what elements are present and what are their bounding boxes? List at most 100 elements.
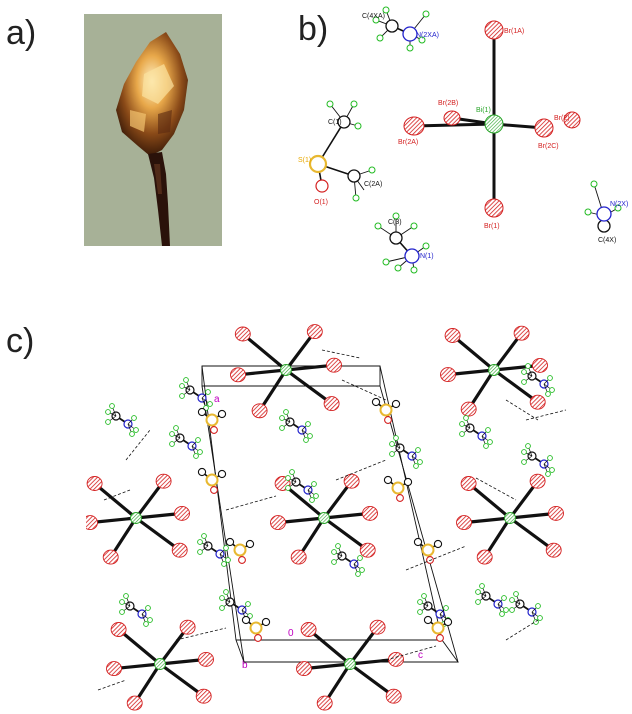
carbon-atom (245, 539, 255, 549)
bromine-atom (110, 622, 127, 637)
bromine-atom (179, 619, 196, 635)
bromine-atom (251, 403, 268, 419)
bromine-atom (532, 357, 548, 373)
bromine-atom (195, 688, 212, 704)
hydrogen-atom (459, 431, 465, 437)
bromine-atom (545, 542, 562, 558)
hydrogen-bond (175, 627, 227, 641)
bi-br-bond (508, 516, 556, 552)
hydrogen-atom (201, 533, 207, 539)
hydrogen-atom (475, 599, 481, 605)
oxygen-atom (436, 634, 444, 642)
bromine-atom (171, 542, 188, 558)
oxygen-atom (384, 416, 392, 424)
sulfur-atom (391, 481, 405, 495)
hydrogen-atom (179, 383, 185, 389)
hydrogen-atom (173, 425, 179, 431)
oxygen-atom (396, 494, 404, 502)
hydrogen-atom (335, 543, 341, 549)
bromine-atom (155, 473, 172, 489)
hydrogen-atom (479, 583, 485, 589)
hydrogen-atom (223, 545, 229, 551)
hydrogen-atom (105, 419, 111, 425)
bi-br-bond (492, 368, 540, 404)
bromine-atom (548, 505, 564, 521)
hydrogen-atom (537, 615, 543, 621)
hydrogen-atom (169, 431, 175, 437)
hydrogen-atom (307, 433, 313, 439)
hydrogen-atom (389, 451, 395, 457)
hydrogen-atom (547, 455, 553, 461)
carbon-atom (403, 477, 413, 487)
hydrogen-atom (525, 443, 531, 449)
bi-br-bond (483, 516, 512, 559)
bismuth-atom (130, 512, 142, 524)
oxygen-atom (238, 556, 246, 564)
hydrogen-atom (305, 421, 311, 427)
bromine-atom (456, 515, 472, 531)
hydrogen-atom (283, 409, 289, 415)
label-n1: N(1) (420, 253, 434, 260)
oxygen-atom (254, 634, 262, 642)
bi-br-bond (348, 625, 380, 666)
hydrogen-atom (193, 453, 199, 459)
panel-b-label: b) (298, 10, 329, 48)
hydrogen-atom (279, 415, 285, 421)
carbon-atom (433, 539, 443, 549)
hydrogen-bond (225, 495, 277, 511)
hydrogen-atom (547, 375, 553, 381)
bi-br-bond (93, 481, 138, 520)
bromine-atom (460, 401, 477, 417)
oxygen-atom (210, 426, 218, 434)
bi-br-bond (322, 516, 370, 552)
hydrogen-atom (393, 435, 399, 441)
hydrogen-atom (509, 607, 515, 613)
hydrogen-atom (549, 467, 555, 473)
sulfur-atom (379, 403, 393, 417)
hydrogen-atom (545, 471, 551, 477)
hydrogen-atom (521, 379, 527, 385)
bi-br-bond (508, 479, 540, 520)
bromine-atom (359, 542, 376, 558)
carbon-atom (197, 407, 207, 417)
panel-a-label: a) (6, 14, 37, 52)
hydrogen-atom (521, 369, 527, 375)
bi-br-bond (284, 330, 317, 372)
hydrogen-atom (197, 549, 203, 555)
axis-a-label: a (214, 394, 220, 405)
carbon-atom (391, 399, 401, 409)
hydrogen-atom (475, 589, 481, 595)
hydrogen-atom (521, 449, 527, 455)
hydrogen-atom (123, 593, 129, 599)
bromine-atom (440, 367, 456, 383)
bismuth-atom (280, 364, 292, 376)
hydrogen-atom (459, 421, 465, 427)
bi-br-bond (348, 662, 396, 698)
bromine-atom (343, 473, 360, 489)
hydrogen-atom (219, 605, 225, 611)
bismuth-atom (488, 364, 500, 376)
bromine-atom (326, 357, 342, 373)
sulfur-atom (205, 473, 219, 487)
bromine-atom (102, 549, 119, 565)
bi-br-bond (492, 331, 524, 372)
bi-br-bond (322, 479, 354, 520)
packing-layer (86, 324, 567, 711)
bi-br-bond (116, 627, 162, 666)
hydrogen-atom (503, 607, 509, 613)
bromine-atom (306, 324, 323, 340)
hydrogen-atom (169, 441, 175, 447)
hydrogen-atom (357, 555, 363, 561)
hydrogen-atom (143, 621, 149, 627)
bismuth-atom (504, 512, 516, 524)
hydrogen-atom (205, 389, 211, 395)
carbon-atom (225, 537, 235, 547)
crystal-photo (84, 14, 222, 246)
bi-br-bond (467, 481, 512, 520)
label-br1a: Br(1A) (504, 28, 524, 35)
bi-br-bond (467, 368, 496, 411)
bi-br-bond (284, 363, 336, 372)
hydrogen-atom (225, 557, 231, 563)
oxygen-atom (210, 486, 218, 494)
hydrogen-atom (415, 447, 421, 453)
